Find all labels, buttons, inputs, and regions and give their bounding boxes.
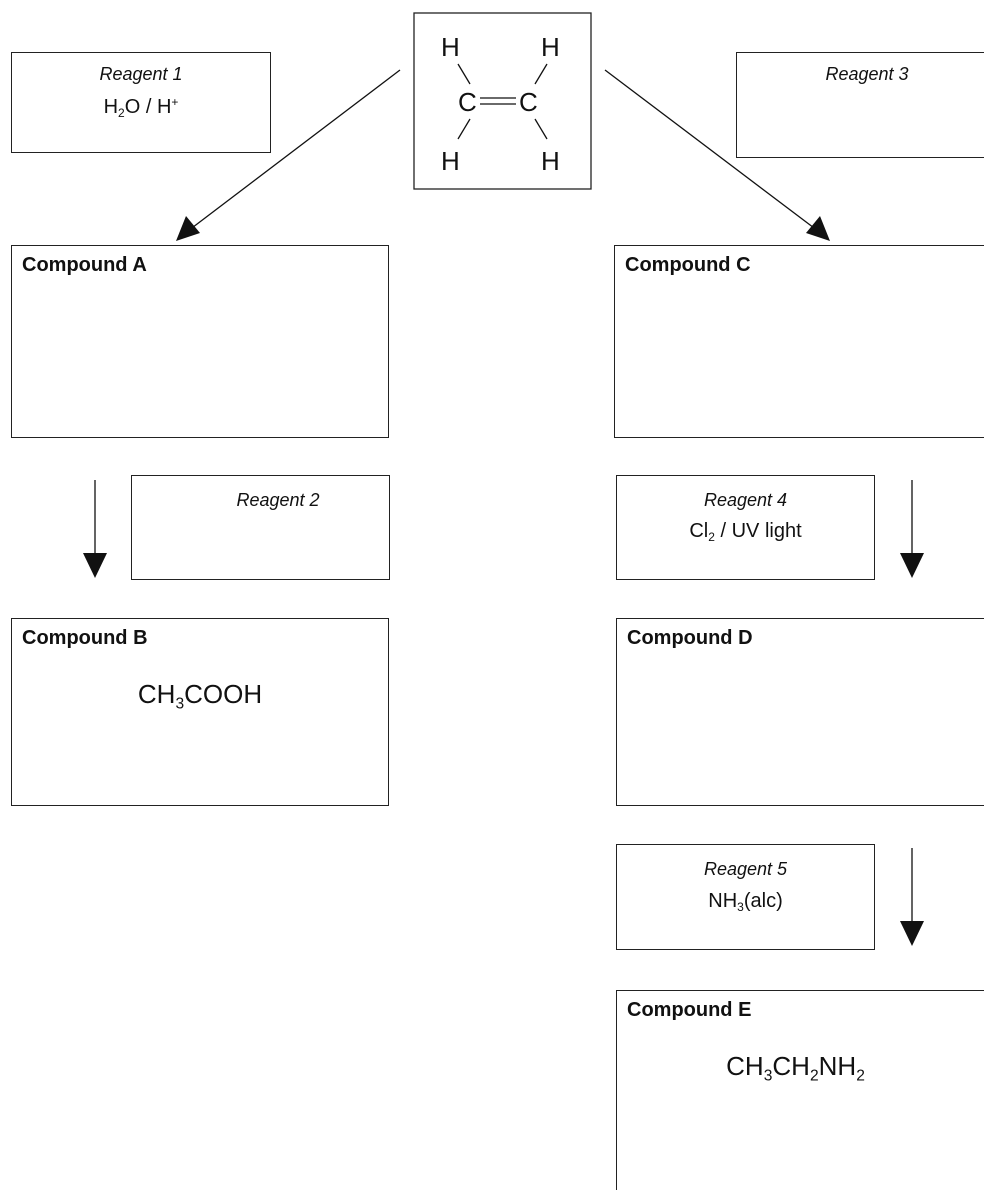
reagent-5-label: Reagent 5	[703, 859, 788, 879]
compound-e-label: Compound E	[627, 999, 752, 1021]
atom-c-right: C	[519, 87, 538, 117]
reagent-4-label: Reagent 4	[703, 490, 788, 510]
compound-d-label: Compound D	[627, 627, 753, 649]
atom-c-left: C	[458, 87, 477, 117]
compound-e-box: Compound E CH3CH2NH2	[616, 990, 984, 1190]
compound-e-formula: CH3CH2NH2	[726, 1051, 865, 1085]
reagent-4-box: Reagent 4 Cl2 / UV light	[616, 475, 875, 580]
arrowhead-compound-c	[806, 216, 830, 241]
bond-h-c-top-left	[457, 63, 471, 85]
compound-d-box: Compound D	[616, 618, 984, 806]
atom-h-top-right: H	[541, 32, 560, 62]
arrow-to-compound-a	[179, 69, 401, 238]
atom-h-bot-left: H	[441, 146, 460, 176]
reagent-5-box: Reagent 5 NH3(alc)	[616, 844, 875, 950]
reagent-5-value: NH3(alc)	[708, 890, 783, 915]
compound-a-label: Compound A	[22, 254, 147, 276]
bond-h-c-bot-right	[534, 118, 548, 140]
bond-h-c-bot-left	[457, 118, 471, 140]
compound-b-formula: CH3COOH	[137, 679, 263, 713]
ethene-box	[413, 12, 592, 190]
compound-c-label: Compound C	[625, 254, 751, 276]
reagent-1-value: H2O / H+	[103, 94, 179, 121]
arrow-to-compound-c	[604, 69, 827, 238]
reagent-3-box: Reagent 3	[736, 52, 984, 158]
compound-a-box: Compound A	[11, 245, 389, 438]
reagent-2-box: Reagent 2	[131, 475, 390, 580]
compound-b-label: Compound B	[22, 627, 148, 649]
reagent-4-value: Cl2 / UV light	[689, 520, 802, 545]
arrowhead-compound-a	[176, 216, 200, 241]
arrowhead-c-to-d	[900, 553, 924, 578]
reagent-2-label: Reagent 2	[236, 490, 320, 510]
arrowhead-a-to-b	[83, 553, 107, 578]
bond-h-c-top-right	[534, 63, 548, 85]
atom-h-top-left: H	[441, 32, 460, 62]
reagent-1-box: Reagent 1 H2O / H+	[11, 52, 271, 153]
compound-b-box: Compound B CH3COOH	[11, 618, 389, 806]
atom-h-bot-right: H	[541, 146, 560, 176]
arrowhead-d-to-e	[900, 921, 924, 946]
reagent-3-label: Reagent 3	[825, 64, 909, 84]
compound-c-box: Compound C	[614, 245, 984, 438]
reagent-1-label: Reagent 1	[99, 64, 183, 84]
